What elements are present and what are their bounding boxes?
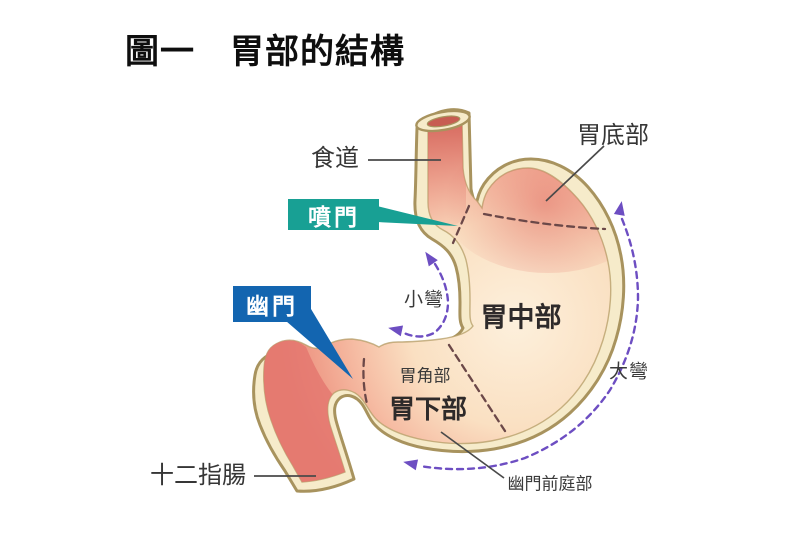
label-body-middle: 胃中部 (480, 302, 562, 333)
esophagus-rim (415, 109, 471, 133)
cardia-callout-pointer (377, 206, 458, 226)
lesser-curvature-arrow (402, 262, 450, 338)
greater-curvature-arrow (418, 217, 640, 471)
fundus-boundary-dash (482, 212, 607, 231)
antrum-leader-line (440, 431, 505, 479)
leader-lines (254, 145, 605, 479)
label-duodenum: 十二指腸 (150, 462, 246, 489)
pylorus-boundary-dash (362, 357, 369, 406)
label-pylorus: 幽門 (246, 293, 298, 319)
label-angular-region: 胃角部 (399, 366, 451, 386)
figure-title: 圖一 胃部的結構 (125, 34, 405, 71)
label-esophagus: 食道 (311, 145, 359, 172)
label-lesser-curvature: 小彎 (403, 289, 445, 311)
region-boundaries (362, 204, 607, 433)
label-pyloric-antrum: 幽門前庭部 (507, 474, 593, 494)
pylorus-callout-box (233, 286, 311, 322)
curvature-arrowheads (388, 201, 625, 471)
arrowhead-icon (403, 459, 419, 471)
arrowhead-icon (425, 251, 438, 267)
fundus-leader-line (545, 145, 605, 202)
cardia-boundary-dash (451, 204, 471, 245)
angular-boundary-dash (447, 343, 507, 433)
arrowhead-icon (613, 201, 625, 216)
arrowhead-icon (388, 325, 404, 337)
label-body-lower: 胃下部 (388, 394, 468, 424)
cardia-callout-box (288, 199, 379, 230)
curvature-arrows (402, 217, 640, 471)
pylorus-callout-pointer (286, 309, 353, 379)
label-cardia: 噴門 (308, 204, 360, 230)
label-greater-curvature: 大彎 (608, 361, 650, 383)
label-fundus: 胃底部 (577, 122, 649, 149)
duodenum-lumen-shade (263, 339, 347, 483)
